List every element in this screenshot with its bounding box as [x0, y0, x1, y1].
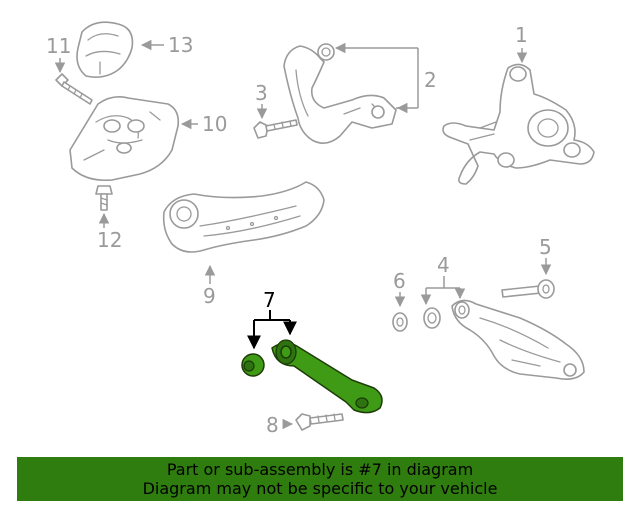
- part-5-bolt: [501, 279, 555, 299]
- callout-2: 2: [424, 68, 437, 92]
- part-2-upper-arm: [283, 43, 397, 144]
- callout-9: 9: [203, 284, 216, 308]
- part-3-bolt: [253, 119, 298, 139]
- highlight-notice-banner: Part or sub-assembly is #7 in diagram Di…: [17, 457, 623, 501]
- exploded-view-drawing: 13 11 10 12 3 2: [46, 21, 595, 437]
- callout-11: 11: [46, 34, 71, 58]
- callout-7: 7: [263, 288, 276, 312]
- part-1-knuckle: [442, 63, 595, 185]
- callout-3: 3: [255, 81, 268, 105]
- callout-6: 6: [393, 269, 406, 293]
- part-9-lower-arm: [162, 181, 325, 253]
- callout-5: 5: [539, 235, 552, 259]
- part-6-washer: [392, 312, 408, 332]
- part-4-lower-control-arm: [423, 299, 585, 380]
- callout-8: 8: [266, 413, 279, 437]
- part-10-mount-bracket: [69, 96, 180, 182]
- part-12-bolt: [95, 185, 113, 211]
- callout-10: 10: [202, 112, 227, 136]
- callout-12: 12: [97, 228, 122, 252]
- callout-4: 4: [437, 253, 450, 277]
- part-13-insulator: [76, 21, 134, 78]
- callout-1: 1: [515, 23, 528, 47]
- part-11-bolt: [55, 73, 93, 105]
- callout-13: 13: [168, 33, 193, 57]
- banner-line-1: Part or sub-assembly is #7 in diagram: [166, 460, 474, 479]
- part-8-bolt: [295, 413, 344, 431]
- banner-line-2: Diagram may not be specific to your vehi…: [142, 479, 498, 498]
- part-7-lateral-link-highlighted[interactable]: [241, 339, 383, 414]
